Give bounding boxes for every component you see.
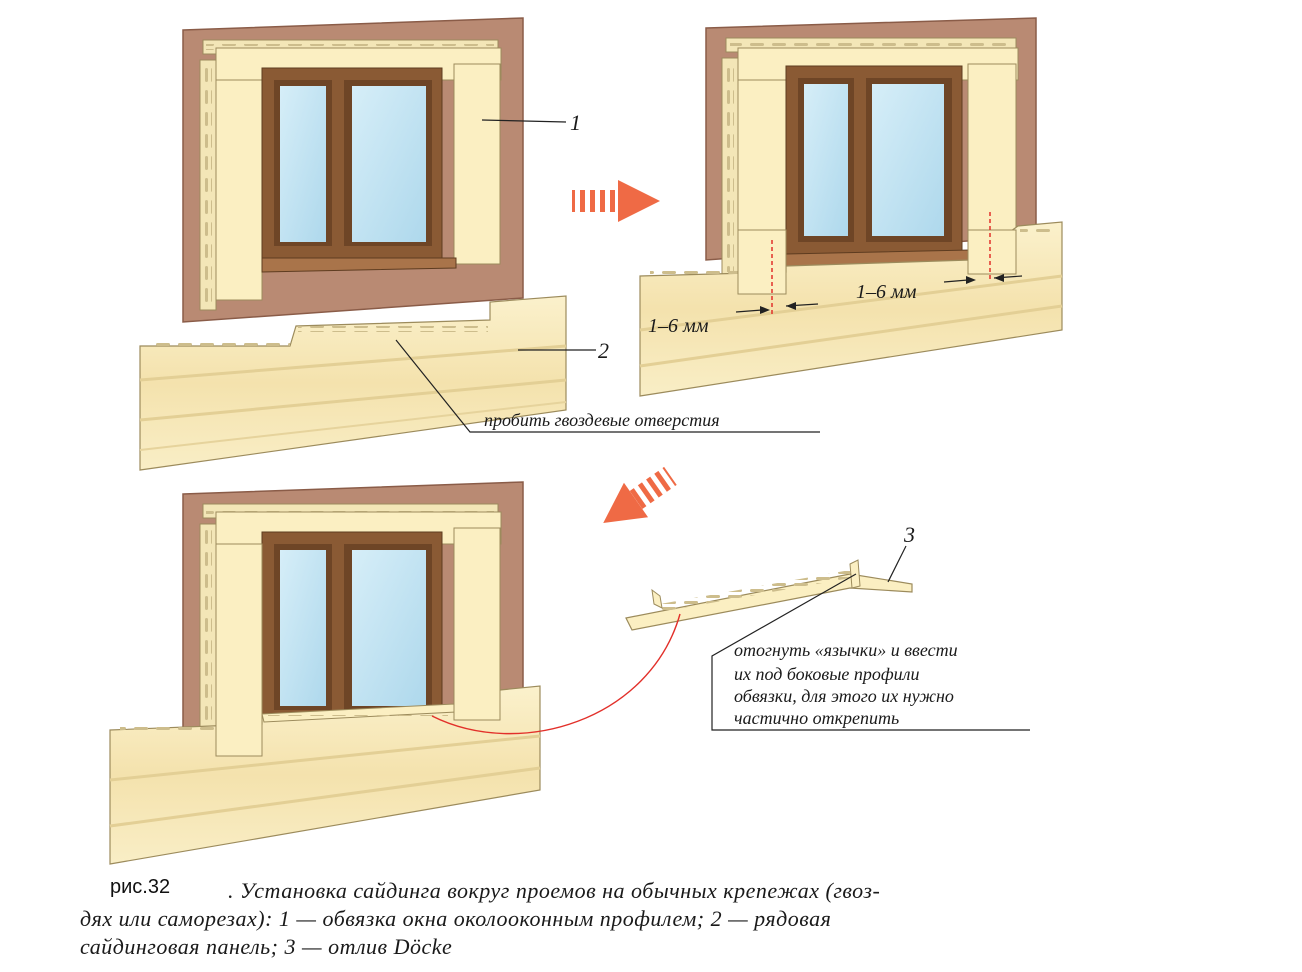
trim-right bbox=[453, 63, 501, 265]
callout-2-label: 2 bbox=[598, 338, 609, 363]
tabs-note-line-2: их под боковые профили bbox=[734, 664, 920, 684]
caption-line-3: сайдинговая панель; 3 — отлив Döcke bbox=[80, 934, 453, 959]
caption-line-2: дях или саморезах): 1 — обвязка окна око… bbox=[80, 906, 832, 931]
placement-curve bbox=[431, 613, 681, 735]
trim-left bbox=[215, 79, 263, 301]
arrow-down-left-icon bbox=[603, 466, 677, 523]
figure-number: рис.32 bbox=[110, 876, 171, 898]
nail-holes-note: пробить гвоздевые отверстия bbox=[484, 410, 720, 430]
siding-panel bbox=[139, 295, 567, 471]
callout-1-label: 1 bbox=[570, 110, 581, 135]
tabs-note-line-4: частично открепить bbox=[734, 708, 899, 728]
window-assembly-step1 bbox=[182, 17, 524, 323]
gap-label-right: 1–6 мм bbox=[856, 281, 917, 303]
gap-label-left: 1–6 мм bbox=[648, 315, 709, 337]
callout-3-label: 3 bbox=[903, 522, 915, 547]
window-assembly-step2 bbox=[639, 17, 1063, 397]
window-glass-left bbox=[280, 86, 326, 242]
window-assembly-step3 bbox=[109, 481, 541, 865]
arrow-right-icon bbox=[572, 180, 660, 222]
tabs-note-line-1: отогнуть «язычки» и ввести bbox=[734, 640, 958, 660]
tabs-note-line-3: обвязки, для этого их нужно bbox=[734, 686, 954, 706]
window-sill bbox=[261, 257, 457, 273]
caption-line-1: . Установка сайдинга вокруг проемов на о… bbox=[228, 878, 881, 903]
window-glass-right bbox=[352, 86, 426, 242]
sill-flashing-part bbox=[625, 559, 913, 631]
